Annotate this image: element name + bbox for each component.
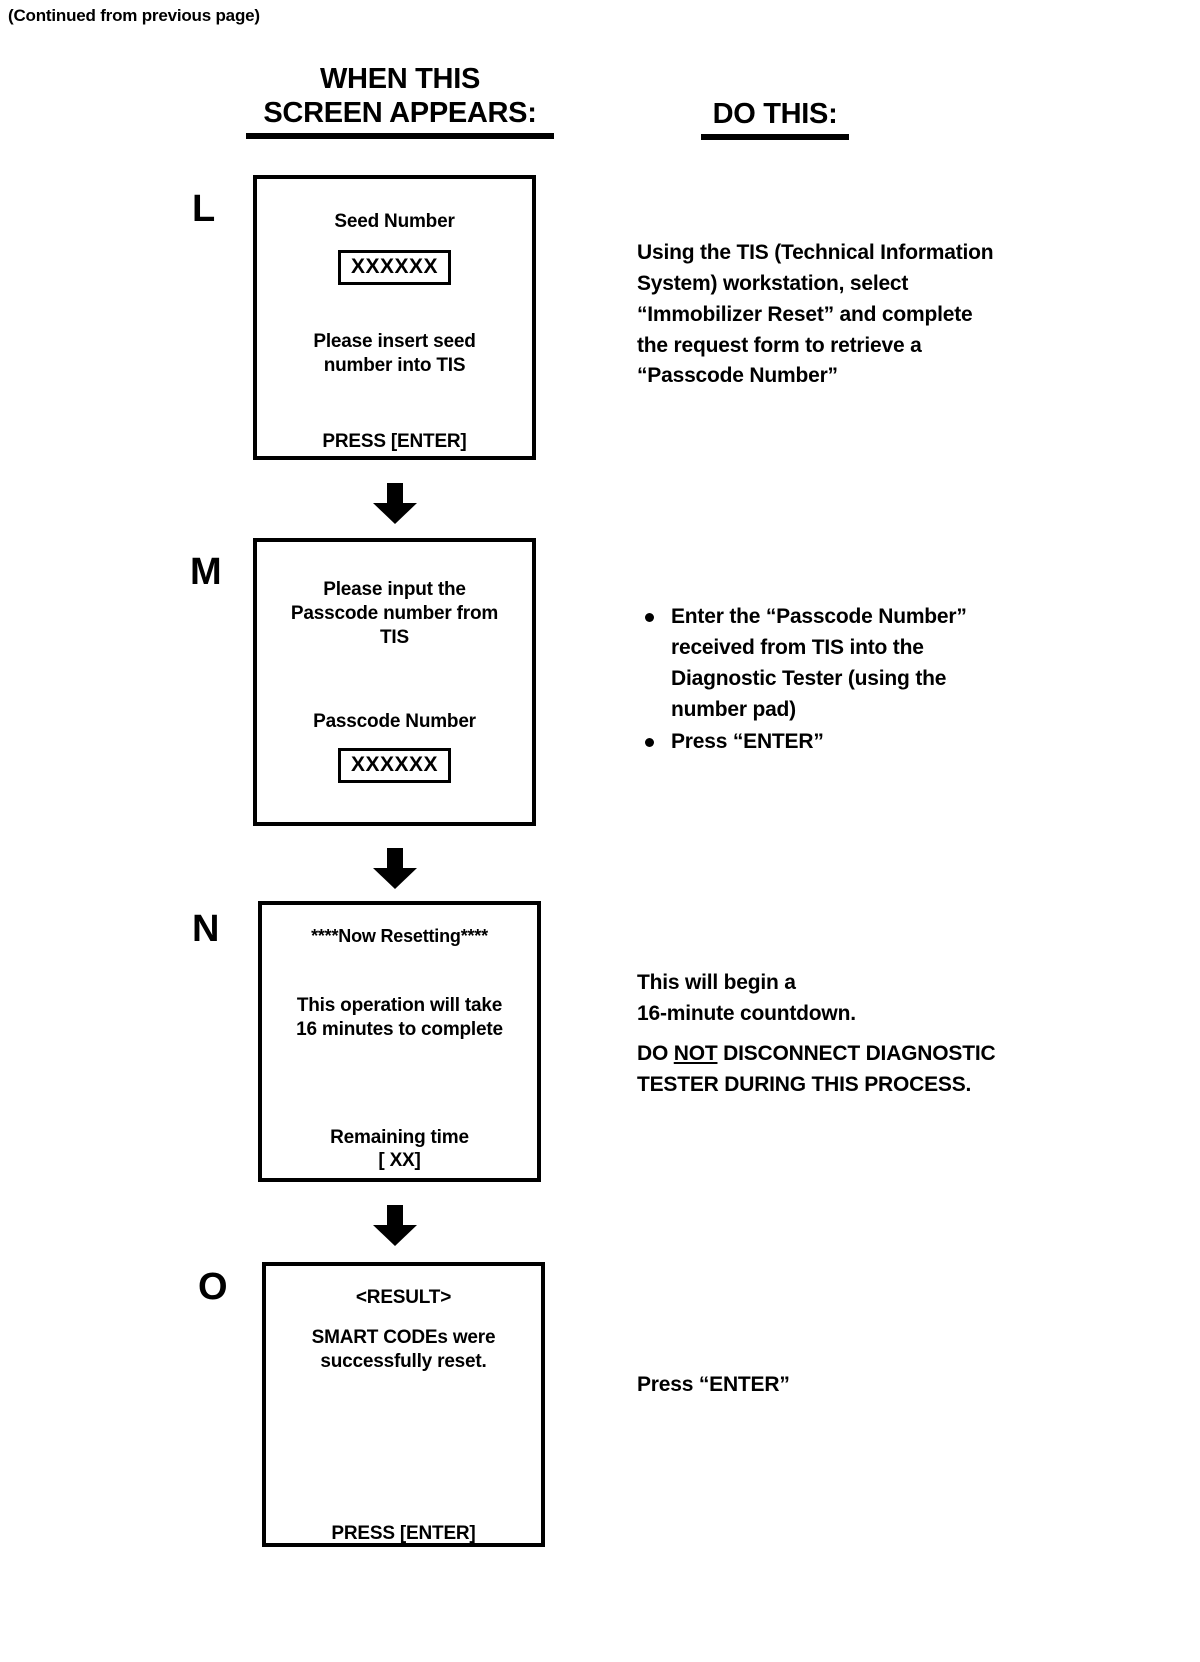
instruction-step-l-line4: the request form to retrieve a xyxy=(637,333,922,357)
screen-m-prompt-line1: Please input the xyxy=(323,579,466,600)
column-header-right-underline xyxy=(701,134,849,140)
instruction-step-l-line1: Using the TIS (Technical Information xyxy=(637,241,994,264)
screen-o-footer: PRESS [ENTER] xyxy=(331,1522,476,1544)
instruction-step-n-warning-line1: DO NOT DISCONNECT DIAGNOSTIC xyxy=(637,1039,1137,1070)
screen-m-prompt-line2: Passcode number from xyxy=(290,602,499,624)
flow-arrow-n-to-o xyxy=(372,1205,418,1252)
instruction-step-l-line2: System) workstation, select xyxy=(637,271,909,295)
step-letter-l: L xyxy=(192,188,216,230)
instruction-step-m-bullet-2: Press “ENTER” xyxy=(637,727,1107,758)
instruction-step-l-line3: “Immobilizer Reset” and complete xyxy=(637,302,973,326)
column-header-right-label: DO THIS: xyxy=(712,98,838,130)
screen-l-message-line2: number into TIS xyxy=(323,354,466,376)
bullet-point-icon xyxy=(645,612,654,622)
instruction-step-m: Enter the “Passcode Number” received fro… xyxy=(637,602,1107,760)
flow-arrow-l-to-m xyxy=(372,483,418,530)
instruction-step-m-bullet-1-line2: received from TIS into the xyxy=(671,635,924,659)
screen-panel-l: Seed Number XXXXXX Please insert seed nu… xyxy=(253,175,536,460)
instruction-step-n-warning-line2: TESTER DURING THIS PROCESS. xyxy=(637,1072,972,1096)
screen-m-prompt-line3: TIS xyxy=(380,626,409,648)
instruction-step-n-warning-pre: DO xyxy=(637,1041,674,1065)
screen-n-remaining-value: [ XX] xyxy=(378,1150,421,1172)
column-header-left-line1: WHEN THIS xyxy=(319,63,480,95)
instruction-step-m-bullet-1-line3: Diagnostic Tester (using the xyxy=(671,666,947,690)
screen-panel-o: <RESULT> SMART CODEs were successfully r… xyxy=(262,1262,545,1547)
screen-n-message-line2: 16 minutes to complete xyxy=(296,1018,503,1040)
instruction-step-m-bullet-2-line1: Press “ENTER” xyxy=(671,730,824,754)
column-header-when-this-screen-appears: WHEN THIS SCREEN APPEARS: xyxy=(205,62,595,140)
step-letter-o: O xyxy=(198,1266,228,1308)
screen-n-remaining-label: Remaining time xyxy=(330,1126,469,1148)
instruction-step-l: Using the TIS (Technical Information Sys… xyxy=(637,238,1117,392)
column-header-left-underline xyxy=(246,133,554,140)
screen-o-message-line2: successfully reset. xyxy=(320,1350,487,1372)
screen-l-seed-label: Seed Number xyxy=(334,211,455,232)
screen-n-title: ****Now Resetting**** xyxy=(311,926,488,946)
instruction-step-m-bullet-list: Enter the “Passcode Number” received fro… xyxy=(637,602,1107,758)
screen-panel-n: ****Now Resetting**** This operation wil… xyxy=(258,901,541,1182)
screen-l-seed-value: XXXXXX xyxy=(337,249,452,285)
continued-from-previous-page-note: (Continued from previous page) xyxy=(8,6,260,25)
instruction-step-l-line5: “Passcode Number” xyxy=(637,364,838,388)
screen-panel-m: Please input the Passcode number from TI… xyxy=(253,538,536,826)
instruction-step-n: This will begin a 16-minute countdown. D… xyxy=(637,968,1137,1100)
column-header-left-line2: SCREEN APPEARS: xyxy=(263,97,537,130)
instruction-step-m-bullet-1-line4: number pad) xyxy=(671,697,796,721)
instruction-step-n-warning-post: DISCONNECT DIAGNOSTIC xyxy=(717,1041,996,1065)
step-letter-n: N xyxy=(192,908,220,950)
step-letter-m: M xyxy=(190,551,222,593)
instruction-step-m-bullet-1: Enter the “Passcode Number” received fro… xyxy=(637,602,1107,725)
instruction-step-n-line2: 16-minute countdown. xyxy=(637,1001,856,1025)
bullet-point-icon xyxy=(645,738,654,748)
instruction-step-n-line1: This will begin a xyxy=(637,971,796,994)
instruction-step-m-bullet-1-line1: Enter the “Passcode Number” xyxy=(671,605,967,628)
flow-arrow-m-to-n xyxy=(372,848,418,895)
column-header-do-this: DO THIS: xyxy=(600,98,950,140)
instruction-step-o-line1: Press “ENTER” xyxy=(637,1373,790,1396)
instruction-step-o: Press “ENTER” xyxy=(637,1370,1087,1401)
screen-m-passcode-value: XXXXXX xyxy=(337,747,452,783)
screen-n-message-line1: This operation will take xyxy=(296,994,503,1016)
screen-o-title: <RESULT> xyxy=(355,1287,452,1308)
screen-l-message-line1: Please insert seed xyxy=(313,330,476,352)
screen-l-footer: PRESS [ENTER] xyxy=(322,430,467,452)
screen-m-passcode-label: Passcode Number xyxy=(313,710,476,732)
instruction-step-n-warning-emphasis: NOT xyxy=(673,1041,718,1065)
screen-o-message-line1: SMART CODEs were xyxy=(311,1326,496,1348)
